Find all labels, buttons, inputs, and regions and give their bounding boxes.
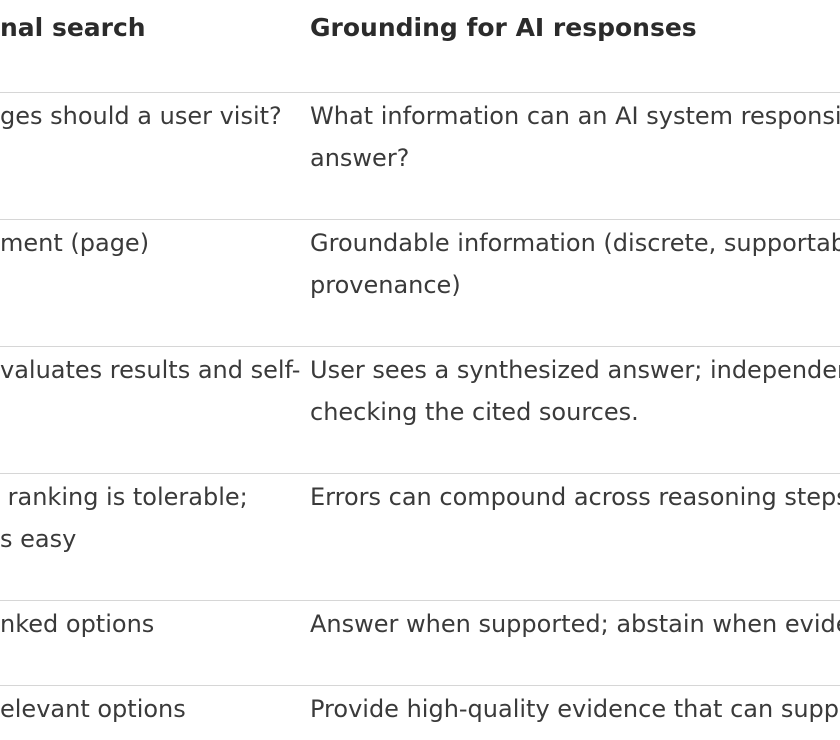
row-cell-left: nked options [0,610,155,638]
row-cell-left: ment (page) [0,229,150,257]
row-cell-right: provenance) [310,271,461,299]
row-cell-right: What information can an AI system respon… [310,102,840,130]
row-divider [0,346,840,347]
row-cell-left: valuates results and self- [0,356,301,384]
row-cell-right: checking the cited sources. [310,398,639,426]
row-cell-left: ranking is tolerable; [0,483,248,511]
header-traditional-search: nal search [0,13,146,42]
row-cell-left: ges should a user visit? [0,102,282,130]
row-divider [0,685,840,686]
row-cell-right: answer? [310,144,410,172]
header-grounding-ai: Grounding for AI responses [310,13,697,42]
row-divider [0,92,840,93]
row-divider [0,219,840,220]
row-cell-right: User sees a synthesized answer; independ… [310,356,840,384]
row-cell-right: Errors can compound across reasoning ste… [310,483,840,511]
row-cell-left: elevant options [0,695,186,723]
row-cell-left: s easy [0,525,77,553]
row-cell-right: Groundable information (discrete, suppor… [310,229,840,257]
row-cell-right: Provide high-quality evidence that can s… [310,695,840,723]
row-cell-right: Answer when supported; abstain when evid… [310,610,840,638]
row-divider [0,600,840,601]
row-divider [0,473,840,474]
